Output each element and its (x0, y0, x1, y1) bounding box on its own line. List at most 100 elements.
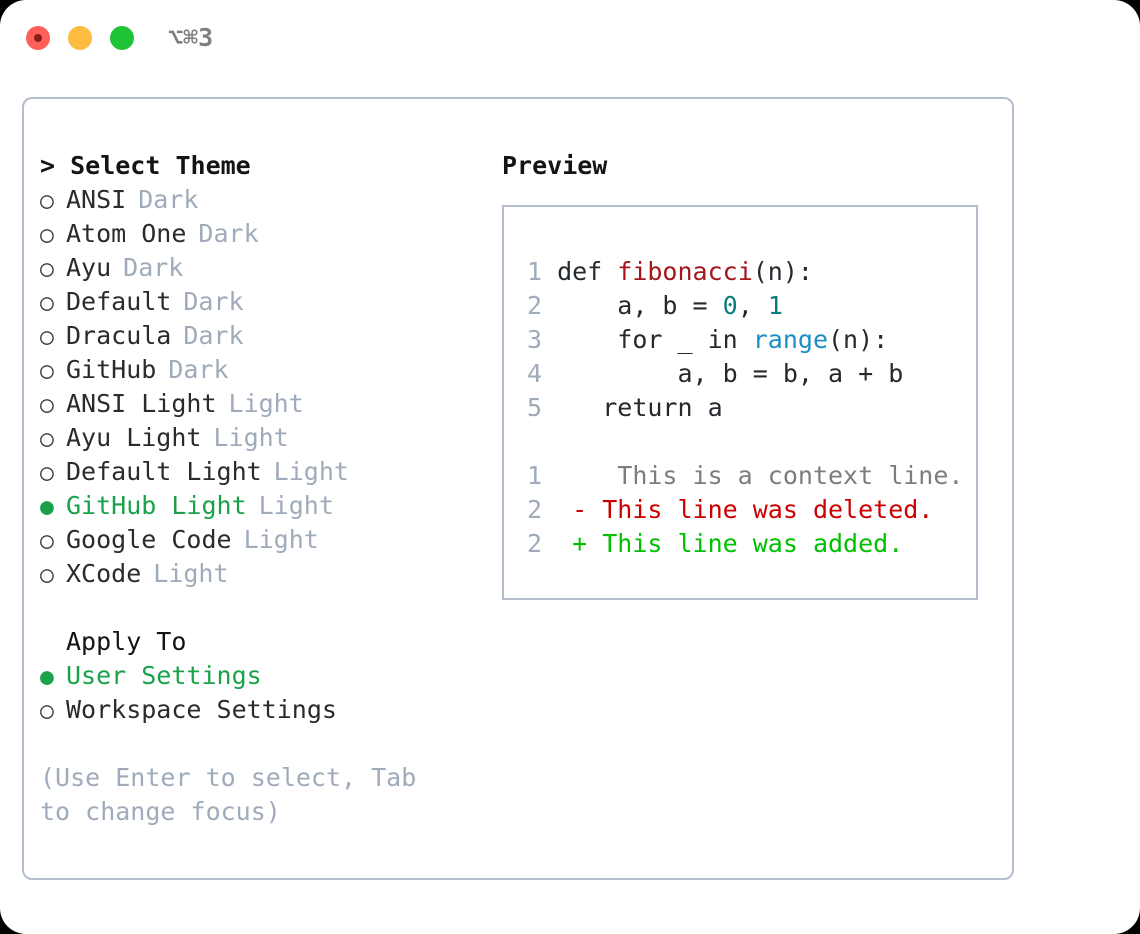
radio-selected-icon[interactable]: ● (40, 664, 54, 690)
theme-variant-badge: Dark (168, 355, 229, 384)
theme-variant-badge: Light (228, 389, 304, 418)
select-theme-heading: > Select Theme (40, 151, 251, 180)
apply-to-heading: Apply To (66, 627, 187, 656)
apply-to-option-user-settings[interactable]: ● User Settings (40, 659, 480, 693)
code-token-plain: (n): (828, 325, 889, 354)
preview-heading: Preview (502, 151, 608, 180)
theme-name: ANSI Light (66, 389, 217, 418)
radio-unselected-icon[interactable]: ○ (40, 290, 54, 316)
radio-unselected-icon[interactable]: ○ (40, 460, 54, 486)
radio-unselected-icon[interactable]: ○ (40, 222, 54, 248)
line-number: 1 (526, 257, 542, 286)
title-bar: ⌥⌘3 (0, 0, 1140, 76)
diff-text: This is a context line. (587, 461, 964, 490)
code-token-plain: for _ in (557, 325, 753, 354)
code-line: 4 a, b = b, a + b (520, 357, 963, 391)
diff-sign: + (572, 529, 588, 558)
apply-to-option-workspace-settings[interactable]: ○ Workspace Settings (40, 693, 480, 727)
code-line: 3 for _ in range(n): (520, 323, 963, 357)
code-token-call: range (752, 325, 828, 354)
theme-option-default-light[interactable]: ○ Default Light Light (40, 455, 480, 489)
theme-variant-badge: Light (243, 525, 319, 554)
section-spacer (40, 591, 480, 625)
theme-option-ansi-light[interactable]: ○ ANSI Light Light (40, 387, 480, 421)
keyboard-hint-text: (Use Enter to select, Tab to change focu… (40, 763, 417, 826)
code-token-plain: , (737, 291, 768, 320)
code-line: 5 return a (520, 391, 963, 425)
theme-name: GitHub (66, 355, 157, 384)
code-token-def: def (557, 257, 618, 286)
code-blank-line (520, 425, 963, 459)
theme-variant-badge: Dark (138, 185, 199, 214)
code-line: 1 def fibonacci(n): (520, 255, 963, 289)
diff-text: This line was deleted. (587, 495, 934, 524)
theme-variant-badge: Dark (183, 287, 244, 316)
diff-line-add: 2 + This line was added. (520, 527, 963, 561)
diff-sign: - (572, 495, 588, 524)
apply-to-label: User Settings (66, 661, 262, 690)
radio-unselected-icon[interactable]: ○ (40, 426, 54, 452)
theme-option-default[interactable]: ○ Default Dark (40, 285, 480, 319)
window-controls (26, 26, 134, 50)
code-token-plain: a, b = (557, 291, 723, 320)
close-button-icon[interactable] (26, 26, 50, 50)
keyboard-shortcut-label: ⌥⌘3 (168, 23, 214, 52)
radio-unselected-icon[interactable]: ○ (40, 528, 54, 554)
theme-name: Atom One (66, 219, 187, 248)
code-token-plain: return a (557, 393, 723, 422)
radio-unselected-icon[interactable]: ○ (40, 324, 54, 350)
radio-unselected-icon[interactable]: ○ (40, 358, 54, 384)
code-token-plain: a, b = b, a + b (557, 359, 904, 388)
radio-unselected-icon[interactable]: ○ (40, 392, 54, 418)
radio-unselected-icon[interactable]: ○ (40, 562, 54, 588)
code-token-num: 1 (767, 291, 783, 320)
diff-sign (572, 461, 587, 490)
line-number: 2 (526, 529, 542, 558)
theme-variant-badge: Dark (123, 253, 184, 282)
theme-name: Dracula (66, 321, 172, 350)
theme-option-google-code[interactable]: ○ Google Code Light (40, 523, 480, 557)
line-number: 2 (526, 291, 542, 320)
radio-selected-icon[interactable]: ● (40, 494, 54, 520)
apply-to-label: Workspace Settings (66, 695, 337, 724)
line-number: 2 (526, 495, 542, 524)
code-token-num: 0 (722, 291, 738, 320)
diff-text: This line was added. (587, 529, 904, 558)
theme-name: Ayu (66, 253, 112, 282)
apply-to-list: ● User Settings ○ Workspace Settings (40, 659, 480, 727)
theme-variant-badge: Light (273, 457, 349, 486)
theme-option-ayu-light[interactable]: ○ Ayu Light Light (40, 421, 480, 455)
theme-option-atom-one[interactable]: ○ Atom One Dark (40, 217, 480, 251)
code-token-fn: fibonacci (617, 257, 753, 286)
diff-line-ctx: 1 This is a context line. (520, 459, 964, 493)
code-token-plain: (n): (752, 257, 813, 286)
theme-option-github[interactable]: ○ GitHub Dark (40, 353, 480, 387)
theme-variant-badge: Light (213, 423, 289, 452)
theme-name: Google Code (66, 525, 232, 554)
theme-name: Ayu Light (66, 423, 202, 452)
theme-name: Default Light (66, 457, 262, 486)
line-number: 4 (526, 359, 542, 388)
diff-line-del: 2 - This line was deleted. (520, 493, 963, 527)
theme-name: XCode (66, 559, 142, 588)
theme-option-ayu[interactable]: ○ Ayu Dark (40, 251, 480, 285)
theme-name: GitHub Light (66, 491, 247, 520)
zoom-button-icon[interactable] (110, 26, 134, 50)
radio-unselected-icon[interactable]: ○ (40, 188, 54, 214)
radio-unselected-icon[interactable]: ○ (40, 698, 54, 724)
preview-column: Preview 1 def fibonacci(n):2 a, b = 0, 1… (502, 149, 1002, 600)
theme-name: Default (66, 287, 172, 316)
minimize-button-icon[interactable] (68, 26, 92, 50)
radio-unselected-icon[interactable]: ○ (40, 256, 54, 282)
code-line: 2 a, b = 0, 1 (520, 289, 963, 323)
theme-variant-badge: Dark (198, 219, 259, 248)
